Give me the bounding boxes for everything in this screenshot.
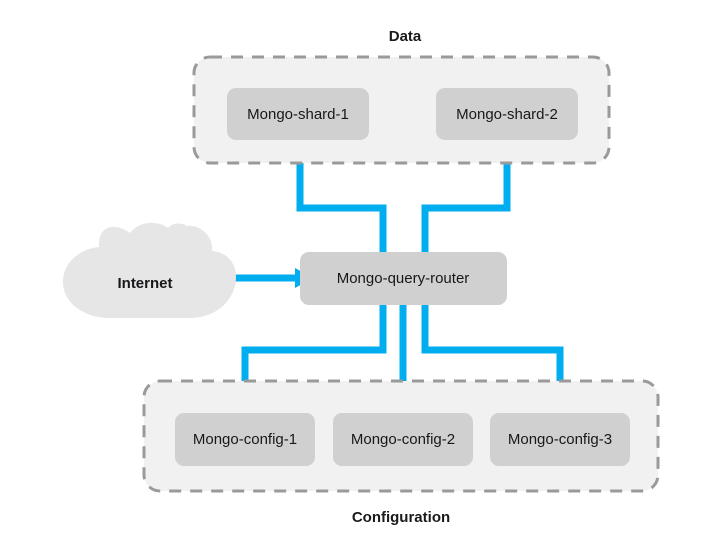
- node-mongo-config-3-label: Mongo-config-3: [508, 431, 612, 448]
- node-mongo-config-3-box[interactable]: [490, 413, 630, 466]
- node-mongo-query-router[interactable]: Mongo-query-router: [300, 252, 507, 305]
- node-mongo-query-router-label: Mongo-query-router: [337, 270, 470, 287]
- node-mongo-config-1[interactable]: Mongo-config-1: [175, 413, 315, 466]
- connector-router-to-shard-2: [421, 140, 511, 252]
- node-mongo-query-router-box[interactable]: [300, 252, 507, 305]
- cloud-icon: [63, 222, 236, 318]
- node-mongo-shard-2-label: Mongo-shard-2: [456, 106, 558, 123]
- data-group-label: Data: [389, 28, 422, 45]
- node-mongo-config-3[interactable]: Mongo-config-3: [490, 413, 630, 466]
- internet-cloud[interactable]: Internet: [63, 222, 236, 318]
- connector-router-to-shard-1: [296, 140, 387, 252]
- node-mongo-shard-2[interactable]: Mongo-shard-2: [436, 88, 578, 140]
- node-mongo-config-1-box[interactable]: [175, 413, 315, 466]
- configuration-group-label: Configuration: [352, 509, 450, 526]
- node-mongo-config-2-box[interactable]: [333, 413, 473, 466]
- node-mongo-shard-2-box[interactable]: [436, 88, 578, 140]
- node-mongo-config-1-label: Mongo-config-1: [193, 431, 297, 448]
- internet-cloud-label: Internet: [117, 275, 172, 292]
- node-mongo-config-2-label: Mongo-config-2: [351, 431, 455, 448]
- node-mongo-config-2[interactable]: Mongo-config-2: [333, 413, 473, 466]
- node-mongo-shard-1[interactable]: Mongo-shard-1: [227, 88, 369, 140]
- node-mongo-shard-1-box[interactable]: [227, 88, 369, 140]
- node-mongo-shard-1-label: Mongo-shard-1: [247, 106, 349, 123]
